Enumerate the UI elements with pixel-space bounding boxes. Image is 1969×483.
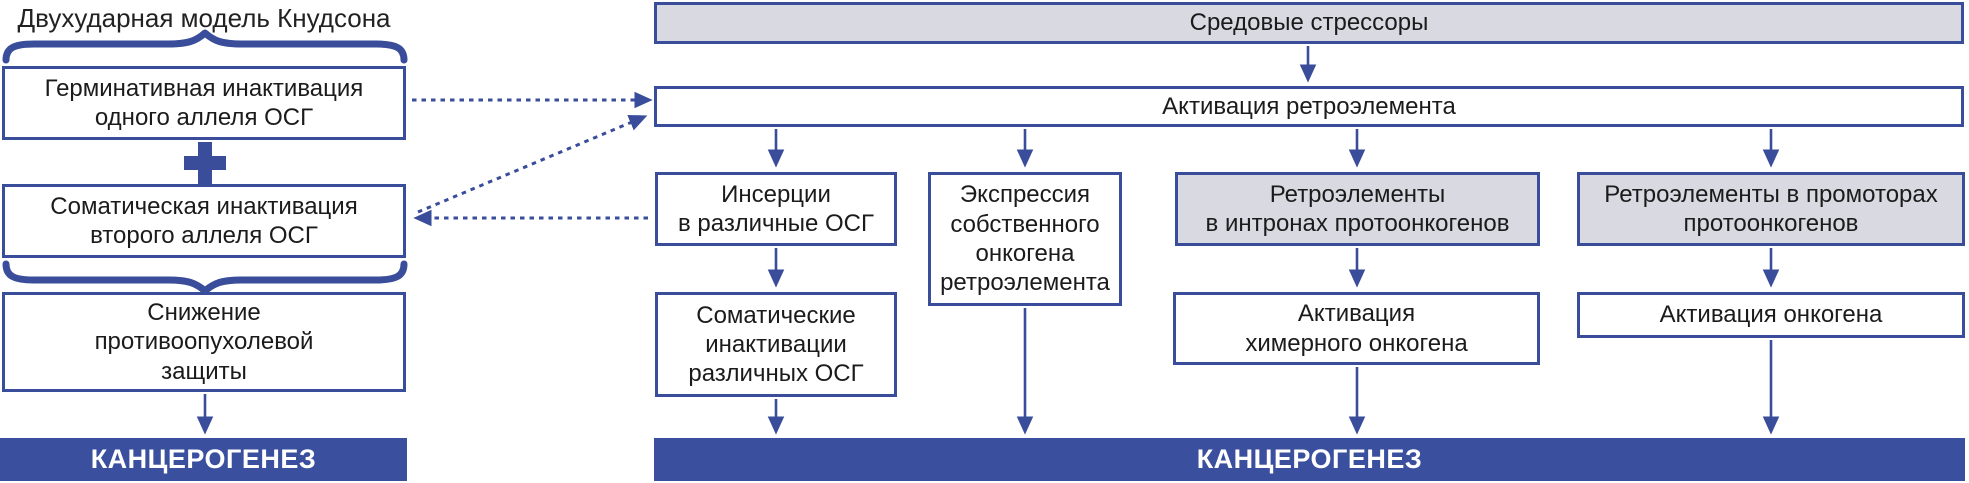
germline-inactivation-label: Герминативная инактивация одного аллеля … <box>44 74 364 131</box>
carcinogenesis-bar-left: КАНЦЕРОГЕНЕЗ <box>0 438 407 481</box>
defense-reduction-label: Снижение противоопухолевой защиты <box>94 299 314 385</box>
oncogene-activation-label: Активация онкогена <box>1659 301 1883 329</box>
stressors-bar: Средовые стрессоры <box>654 2 1964 44</box>
germline-inactivation-box: Герминативная инактивация одного аллеля … <box>2 66 406 140</box>
activation-label: Активация ретроэлемента <box>1162 92 1456 120</box>
stressors-label: Средовые стрессоры <box>1189 9 1429 37</box>
insertions-box: Инсерции в различные ОСГ <box>655 172 897 246</box>
plus-icon <box>184 142 226 184</box>
defense-reduction-box: Снижение противоопухолевой защиты <box>2 292 406 392</box>
introns-retroelements-box: Ретроэлементы в интронах протоонкогенов <box>1175 172 1540 246</box>
somatic-inactivation-label: Соматическая инактивация второго аллеля … <box>50 192 358 249</box>
insertions-label: Инсерции в различные ОСГ <box>677 180 874 237</box>
carcinogenesis-left-label: КАНЦЕРОГЕНЕЗ <box>90 444 317 474</box>
expression-label: Экспрессия собственного онкогена ретроэл… <box>940 181 1110 297</box>
expression-box: Экспрессия собственного онкогена ретроэл… <box>928 172 1122 306</box>
brace-bottom-icon <box>2 260 408 295</box>
knudson-model-title: Двухударная модель Кнудсона <box>17 3 391 33</box>
dashed-arrow-somatic-to-activation-icon <box>417 114 648 214</box>
oncogene-activation-box: Активация онкогена <box>1577 292 1965 338</box>
introns-retroelements-label: Ретроэлементы в интронах протоонкогенов <box>1205 180 1510 237</box>
chimeric-oncogene-box: Активация химерного онкогена <box>1173 292 1540 365</box>
carcinogenesis-right-label: КАНЦЕРОГЕНЕЗ <box>1196 444 1423 474</box>
carcinogenesis-bar-right: КАНЦЕРОГЕНЕЗ <box>654 438 1965 481</box>
promoters-retroelements-box: Ретроэлементы в промоторах протоонкогено… <box>1577 172 1965 246</box>
promoters-retroelements-label: Ретроэлементы в промоторах протоонкогено… <box>1604 180 1938 237</box>
somatic-inactivations-label: Соматические инактивации различных ОСГ <box>688 301 864 388</box>
activation-box: Активация ретроэлемента <box>654 86 1964 127</box>
somatic-inactivations-box: Соматические инактивации различных ОСГ <box>655 292 897 397</box>
somatic-inactivation-box: Соматическая инактивация второго аллеля … <box>2 184 406 258</box>
brace-top-icon <box>2 29 408 64</box>
chimeric-oncogene-label: Активация химерного онкогена <box>1245 300 1468 357</box>
